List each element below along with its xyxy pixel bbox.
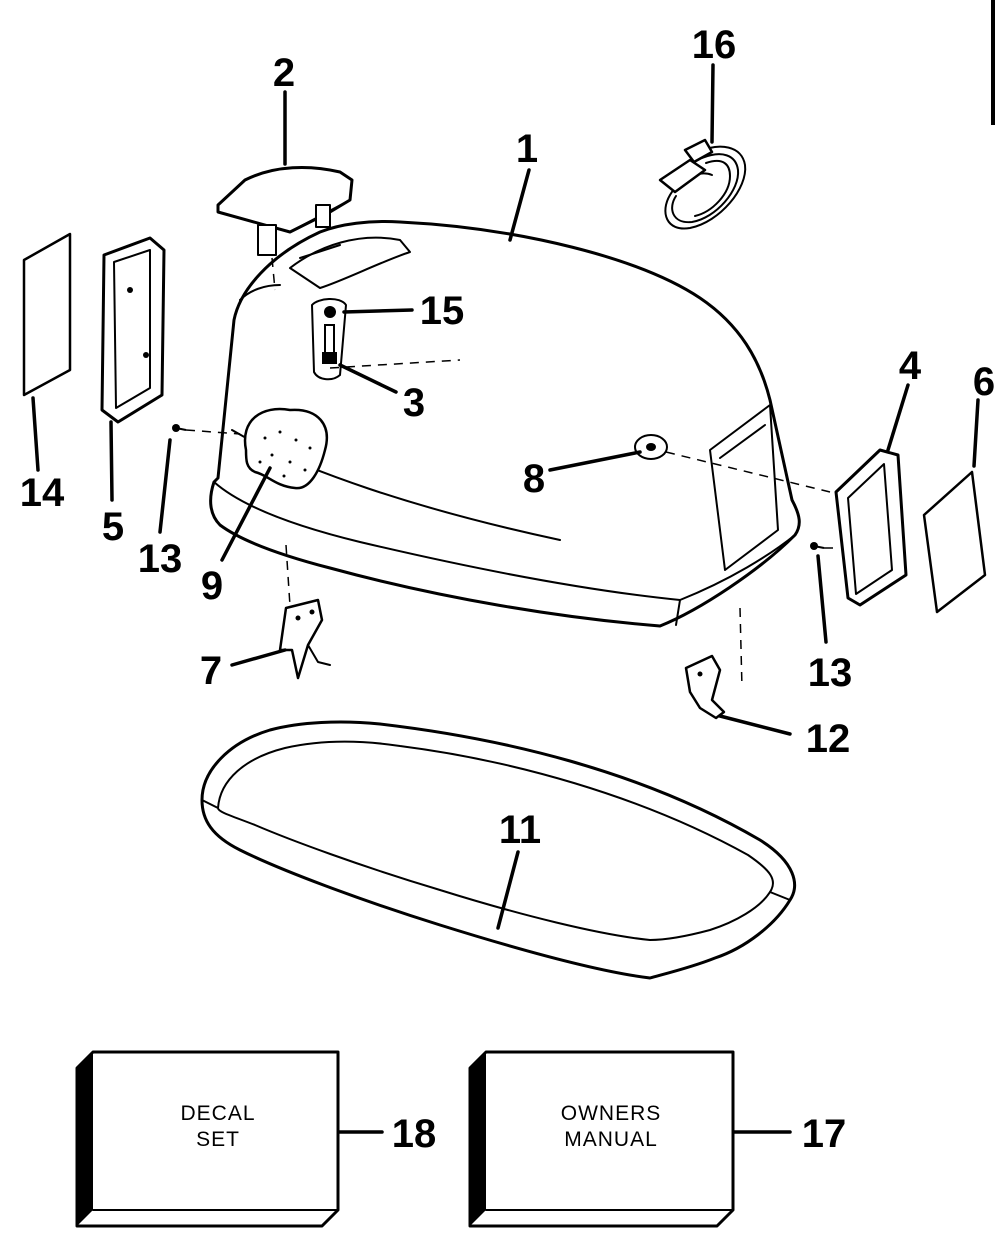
owners-manual-box xyxy=(468,1050,735,1228)
decal-set-line1: DECAL xyxy=(180,1102,255,1125)
assembly-lines xyxy=(185,257,838,689)
motor-cover xyxy=(209,220,801,628)
callout-11: 11 xyxy=(499,808,541,852)
callout-12: 12 xyxy=(806,717,851,761)
decal-set-line2: SET xyxy=(196,1128,240,1151)
right-bracket xyxy=(684,654,726,720)
screw-left xyxy=(172,424,187,432)
callout-14: 14 xyxy=(20,471,65,515)
callout-16: 16 xyxy=(692,23,737,67)
decal-set-box xyxy=(75,1050,340,1228)
callout-15: 15 xyxy=(420,289,465,333)
callout-2: 2 xyxy=(273,51,295,95)
right-vent-frame xyxy=(834,448,908,607)
callout-7: 7 xyxy=(200,649,222,693)
vent-cover xyxy=(216,165,354,256)
screw-right xyxy=(810,542,825,550)
callout-17: 17 xyxy=(802,1112,847,1156)
callout-8: 8 xyxy=(523,457,545,501)
callout-6: 6 xyxy=(973,360,995,404)
left-vent-frame xyxy=(100,236,166,424)
callout-18: 18 xyxy=(392,1112,437,1156)
left-bracket xyxy=(278,598,331,680)
callout-13-left: 13 xyxy=(138,537,183,581)
callout-3: 3 xyxy=(403,381,425,425)
owners-manual-line1: OWNERS xyxy=(561,1102,662,1125)
callout-5: 5 xyxy=(102,505,124,549)
wire-harness xyxy=(658,138,747,230)
callout-4: 4 xyxy=(899,344,922,388)
leader-lines xyxy=(31,63,980,1134)
insulation-pad-texture xyxy=(258,430,312,478)
insulation-pad xyxy=(243,407,328,490)
callout-9: 9 xyxy=(201,564,223,608)
owners-manual-line2: MANUAL xyxy=(564,1128,658,1151)
callout-13-right: 13 xyxy=(808,651,853,695)
cover-seal xyxy=(200,720,797,980)
right-vent-window xyxy=(922,470,987,614)
callout-1: 1 xyxy=(516,127,538,171)
left-vent-window xyxy=(22,232,72,397)
